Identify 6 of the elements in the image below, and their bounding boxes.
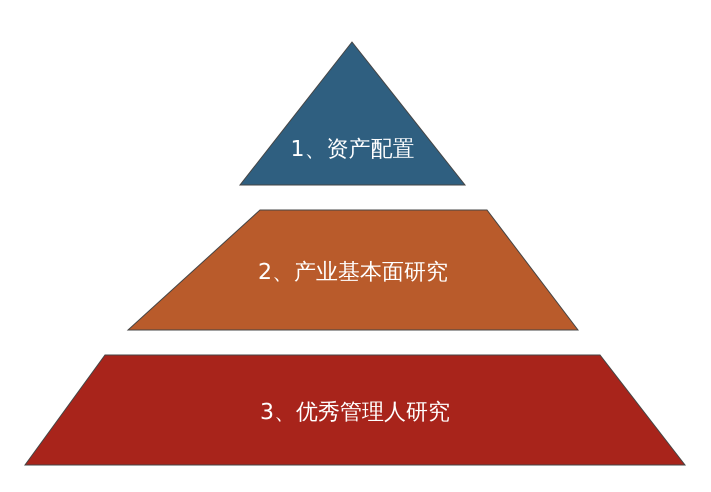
level-label: 3、优秀管理人研究 — [260, 399, 450, 427]
pyramid-level — [25, 355, 685, 465]
level-label: 2、产业基本面研究 — [258, 259, 448, 287]
pyramid-level — [128, 210, 578, 330]
pyramid-level — [240, 42, 465, 185]
level-label: 1、资产配置 — [290, 136, 414, 164]
